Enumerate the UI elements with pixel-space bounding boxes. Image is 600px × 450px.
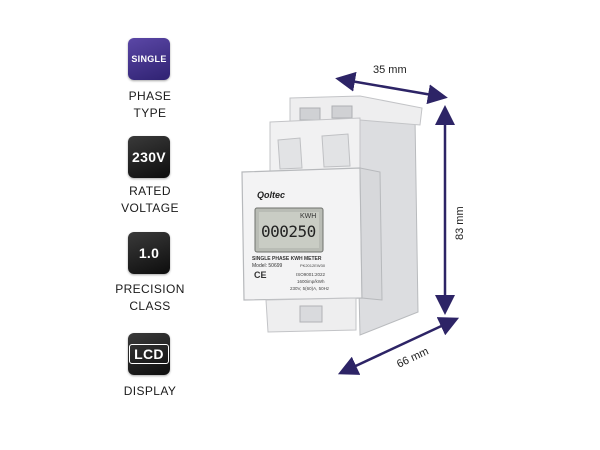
precision-class-badge: 1.0: [128, 232, 170, 274]
ce-mark-icon: CE: [254, 270, 267, 280]
brand-logo: Qoltec: [257, 190, 286, 200]
display-label: DISPLAY: [123, 384, 177, 398]
width-dimension: 35 mm: [373, 64, 407, 76]
impulse-label: 1600imp/kWh: [297, 279, 325, 284]
meter-title: SINGLE PHASE KWH METER: [252, 256, 322, 262]
precision-class-label: PRECISION CLASS: [115, 282, 185, 313]
lcd-reading: 000250: [261, 222, 316, 241]
unit-label: KWH: [300, 213, 317, 220]
iso-label: ISO9001:2022: [296, 272, 326, 277]
rating-label: 230V, 5(60)A, 50Hz: [290, 286, 330, 291]
width-arrow: [335, 71, 448, 105]
height-dimension: 83 mm: [454, 206, 466, 240]
rated-voltage-badge: 230V: [128, 136, 170, 178]
code-label: PK2012EW30: [300, 263, 326, 268]
phase-type-badge: SINGLE: [128, 38, 170, 80]
model-label: Model: 50699: [252, 263, 283, 269]
depth-arrow: [337, 317, 460, 375]
rated-voltage-label: RATED VOLTAGE: [121, 184, 179, 215]
lcd-icon: LCD: [129, 344, 169, 364]
phase-type-label: PHASE TYPE: [128, 89, 172, 120]
display-badge: LCD: [128, 333, 170, 375]
